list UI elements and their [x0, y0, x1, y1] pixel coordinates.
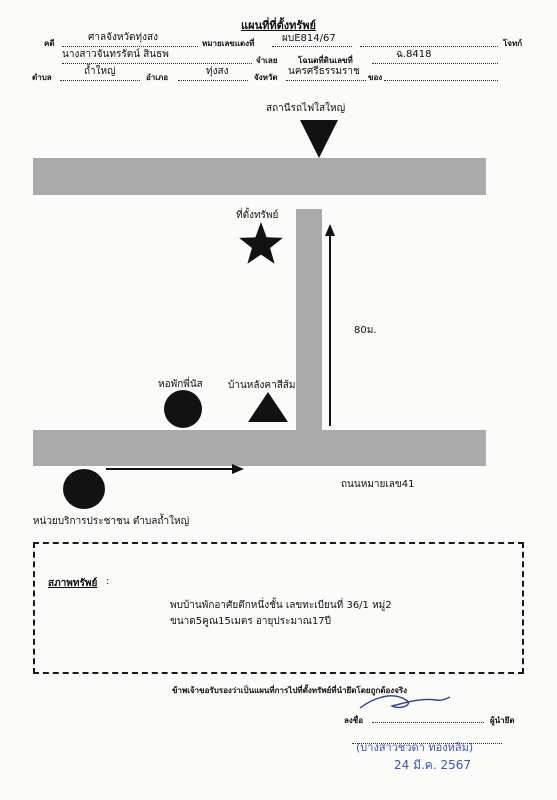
sign-label: ลงชื่อ	[344, 716, 364, 725]
court-value: ศาลจังหวัดทุ่งสง	[88, 32, 158, 43]
property-condition-box	[33, 542, 524, 674]
black-case-value: ผบE814/67	[282, 33, 336, 44]
property-star-icon	[239, 222, 283, 264]
deed-value: ฉ.8418	[396, 49, 432, 60]
station-triangle-icon	[300, 120, 338, 158]
province-value: นครศรีธรรมราช	[288, 66, 360, 77]
signature-field	[372, 710, 484, 723]
road-top	[33, 158, 486, 195]
black-case-label: หมายเลขแดงที่	[202, 39, 255, 48]
defendant-field	[62, 51, 252, 64]
condition-colon: :	[106, 576, 110, 587]
distance-label: 80ม.	[354, 325, 377, 336]
signature-mark	[359, 695, 451, 709]
amphoe-label: อำเภอ	[146, 73, 169, 82]
printed-name-field	[352, 731, 502, 744]
of-label: ของ	[368, 73, 383, 82]
service-unit-label: หน่วยบริการประชาชน ตำบลถ้ำใหญ่	[32, 516, 190, 527]
amphoe-field	[178, 68, 248, 81]
station-label: สถานีรถไฟใสใหญ่	[266, 103, 346, 114]
east-arrow-icon	[106, 464, 244, 474]
court-field	[62, 34, 198, 47]
deed-label: โฉนดที่ดินเลขที่	[298, 56, 353, 65]
north-arrow-icon	[325, 224, 335, 426]
black-case-field	[272, 34, 352, 47]
condition-title: สภาพทรัพย์	[48, 578, 98, 589]
date-stamp: 24 มี.ค. 2567	[394, 758, 472, 772]
service-unit-circle-icon	[63, 469, 105, 509]
plaintiff-field	[360, 34, 498, 47]
page-title: แผนที่ที่ตั้งทรัพย์	[241, 19, 316, 32]
condition-line-2: ขนาด5คูณ15เมตร อายุประมาณ17ปี	[170, 616, 332, 627]
house-triangle-icon	[248, 392, 288, 422]
dorm-circle-icon	[164, 390, 202, 428]
owner-field	[384, 68, 498, 81]
province-field	[286, 68, 366, 81]
tambon-label: ตำบล	[32, 73, 52, 82]
road-label: ถนนหมายเลข41	[341, 479, 415, 490]
defendant-label: จำเลย	[256, 56, 278, 65]
plaintiff-label: โจทก์	[503, 39, 523, 48]
property-label: ที่ตั้งทรัพย์	[236, 210, 279, 221]
province-label: จังหวัด	[254, 73, 278, 82]
amphoe-value: ทุ่งสง	[206, 66, 229, 77]
signer-name-stamp: (บางสาวชวดา ทองหลิม)	[356, 741, 474, 754]
tambon-value: ถ้ำใหญ่	[84, 66, 116, 77]
orange-roof-label: บ้านหลังคาสีส้ม	[228, 380, 296, 391]
condition-line-1: พบบ้านพักอาศัยตึกหนึ่งชั้น เลขทะเบียนที่…	[170, 600, 392, 611]
road-bottom	[33, 430, 486, 466]
tambon-field	[60, 68, 140, 81]
case-label: คดี	[44, 39, 55, 48]
dorm-label: หอพักพี่นัส	[158, 379, 203, 390]
role-label: ผู้นำยึด	[490, 716, 515, 725]
certification-statement: ข้าพเจ้าขอรับรองว่าเป็นแผนที่การไปที่ตั้…	[172, 686, 408, 695]
road-vertical	[296, 209, 322, 433]
defendant-value: นางสาวจันทรรัตน์ สินธพ	[62, 49, 169, 60]
deed-field	[372, 51, 498, 64]
